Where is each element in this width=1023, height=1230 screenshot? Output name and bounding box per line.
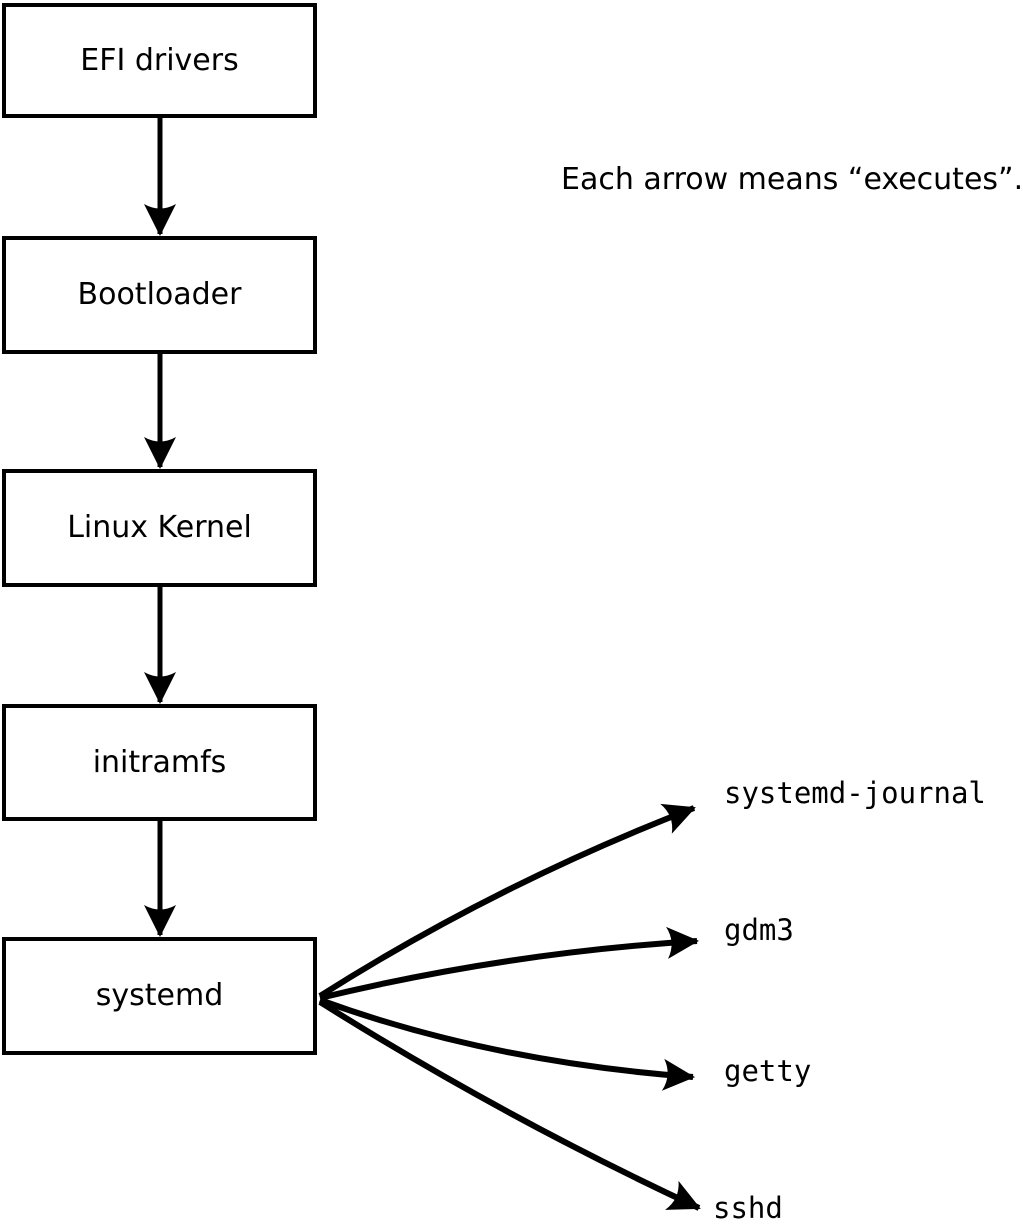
legend-note: Each arrow means “executes”. bbox=[561, 162, 1023, 197]
process-label-getty: getty bbox=[724, 1054, 812, 1088]
node-efi-drivers: EFI drivers bbox=[2, 3, 317, 118]
node-initramfs-label: initramfs bbox=[92, 744, 227, 780]
node-efi-drivers-label: EFI drivers bbox=[80, 42, 239, 78]
node-initramfs: initramfs bbox=[2, 704, 317, 821]
arrow-systemd-to-gdm3 bbox=[319, 926, 699, 1001]
node-bootloader-label: Bootloader bbox=[77, 277, 242, 312]
process-label-systemd-journal: systemd-journal bbox=[724, 776, 986, 810]
process-label-sshd: sshd bbox=[713, 1191, 783, 1225]
node-linux-kernel-label: Linux Kernel bbox=[67, 510, 252, 545]
process-label-gdm3: gdm3 bbox=[724, 913, 794, 947]
node-systemd: systemd bbox=[2, 937, 317, 1055]
arrow-systemd-to-getty bbox=[318, 997, 695, 1091]
node-bootloader: Bootloader bbox=[2, 236, 317, 354]
arrow-systemd-to-sshd bbox=[318, 999, 701, 1211]
node-linux-kernel: Linux Kernel bbox=[2, 469, 317, 587]
node-systemd-label: systemd bbox=[95, 978, 224, 1013]
arrow-systemd-to-journal bbox=[318, 803, 696, 999]
